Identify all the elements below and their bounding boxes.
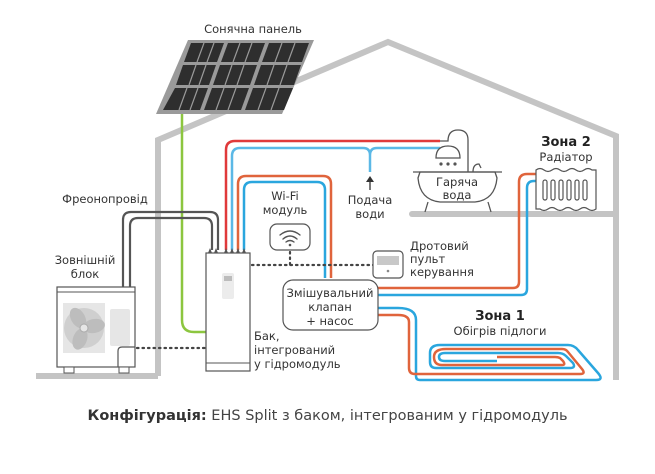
wifi-module: [269, 223, 311, 251]
refrigerant-pipes: [121, 210, 220, 287]
label-hot-water-1: Гаряча: [436, 175, 478, 189]
wired-remote-icon: [372, 250, 404, 279]
caption-bold: Конфігурація:: [87, 408, 207, 424]
label-outdoor-unit-1: Зовнішній: [55, 253, 116, 267]
label-tank-1: Бак,: [254, 329, 280, 343]
mixing-valve-box: [282, 279, 379, 331]
label-remote-3: керування: [410, 265, 474, 279]
label-mixing-valve-2: клапан: [308, 300, 351, 314]
tank-hydro-unit-icon: [205, 248, 251, 372]
cold-water-pipe: [230, 146, 440, 250]
label-tank-3: у гідромодуль: [254, 357, 341, 371]
shower-drops-icon: [439, 162, 457, 166]
label-remote-2: пульт: [410, 252, 445, 266]
label-zone1-subtitle: Обігрів підлоги: [454, 324, 547, 338]
radiator-icon: [535, 167, 597, 212]
label-hot-water-2: вода: [443, 188, 472, 202]
label-mixing-valve-3: + насос: [306, 314, 354, 328]
control-wires: [135, 250, 376, 350]
label-zone2-subtitle: Радіатор: [539, 150, 592, 164]
mixing-circuit-pipes: [236, 174, 333, 278]
solar-cable: [180, 114, 206, 334]
label-solar-panel: Сонячна панель: [204, 22, 302, 36]
radiator-pipes: [378, 172, 536, 297]
label-water-supply-2: води: [355, 207, 384, 221]
configuration-caption: Конфігурація: EHS Split з баком, інтегро…: [0, 408, 655, 424]
outdoor-unit-icon: [56, 286, 136, 374]
label-wifi-1: Wi-Fi: [271, 189, 298, 203]
label-refrigerant-pipe: Фреонопровід: [62, 192, 148, 206]
dhw-pipes: [224, 139, 440, 250]
wifi-icon: [279, 230, 301, 243]
label-outdoor-unit-2: блок: [71, 267, 99, 281]
bathtub-icon: [413, 129, 502, 213]
label-zone2-title: Зона 2: [541, 135, 591, 150]
label-water-supply-1: Подача: [348, 193, 393, 207]
water-supply-arrow-icon: [366, 176, 374, 190]
caption-text: EHS Split з баком, інтегрованим у гідром…: [206, 408, 568, 424]
label-zone1-title: Зона 1: [475, 309, 525, 324]
hot-water-pipe: [224, 139, 440, 250]
solar-panel-icon: [156, 40, 314, 114]
label-wifi-2: модуль: [263, 203, 308, 217]
label-mixing-valve-1: Змішувальний: [287, 286, 374, 300]
label-tank-2: інтегрований: [254, 343, 335, 357]
floor-heating-pipes: [378, 306, 602, 382]
label-remote-1: Дротовий: [410, 239, 469, 253]
